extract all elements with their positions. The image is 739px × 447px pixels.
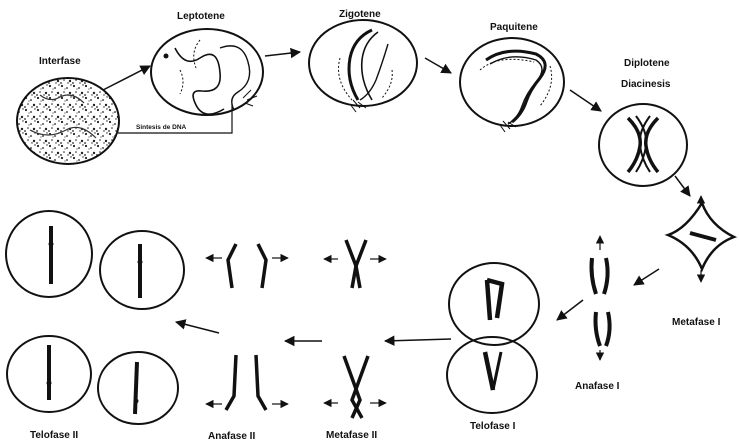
diplotene-cell	[599, 104, 687, 186]
label-sintesis-dna: Sintesis de DNA	[136, 124, 187, 131]
metafase1-chromosomes	[668, 196, 734, 282]
label-paquitene: Paquitene	[490, 22, 538, 33]
label-telofase-2: Telofase II	[30, 430, 78, 441]
arrow-metafase1-anafase1	[634, 269, 659, 285]
paquitene-cell	[460, 38, 564, 132]
arrow-telofase1-metafase2	[385, 339, 451, 341]
arrow-zigotene-paquitene	[425, 58, 451, 73]
interfase-cell	[17, 78, 119, 164]
label-anafase-2: Anafase II	[208, 431, 255, 442]
metafase2-top	[324, 240, 386, 288]
zigotene-cell	[309, 20, 417, 112]
leptotene-cell	[151, 29, 263, 115]
label-metafase-1: Metafase I	[672, 317, 721, 328]
arrow-leptotene-zigotene	[265, 52, 300, 56]
label-anafase-1: Anafase I	[575, 381, 620, 392]
anafase1-chromosomes	[592, 236, 610, 360]
anafase2-bottom	[206, 355, 288, 410]
label-metafase-2: Metafase II	[326, 430, 377, 441]
arrow-diplotene-metafase1	[675, 176, 690, 196]
arrow-interfase-leptotene	[103, 66, 150, 90]
label-leptotene: Leptotene	[177, 11, 225, 22]
metafase2-bottom	[324, 356, 386, 418]
label-interfase: Interfase	[39, 56, 81, 67]
anafase2-top	[206, 244, 288, 288]
telofase1-cells	[447, 263, 539, 413]
label-diacinesis: Diacinesis	[621, 79, 671, 90]
arrow-anafase2-telofase2	[176, 322, 219, 333]
telofase2-cells	[6, 211, 184, 424]
label-diplotene: Diplotene	[624, 58, 670, 69]
label-zigotene: Zigotene	[339, 9, 381, 20]
arrow-anafase1-telofase1	[557, 300, 583, 320]
label-telofase-1: Telofase I	[470, 421, 516, 432]
arrow-paquitene-diplotene	[570, 90, 601, 111]
